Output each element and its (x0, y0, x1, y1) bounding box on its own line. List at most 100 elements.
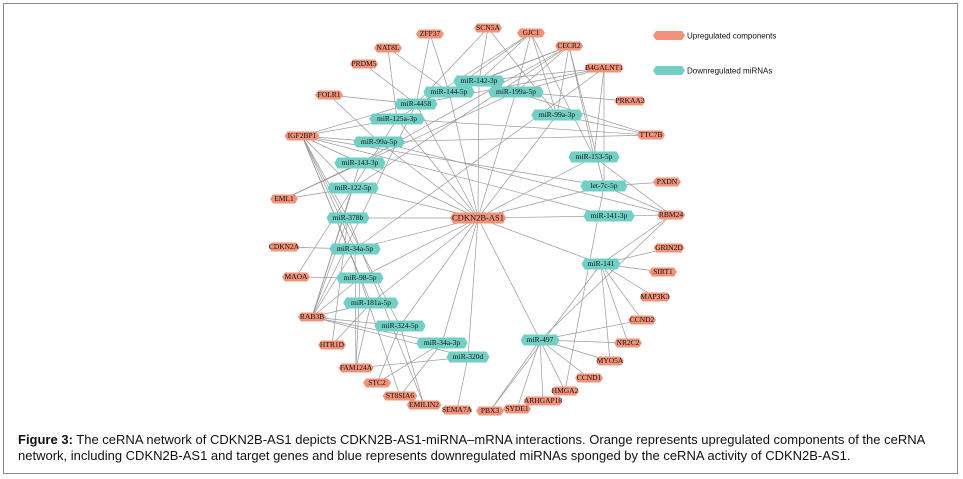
mrna-shape-fam124a (338, 363, 374, 373)
edge-mir-99a-3p-scn5a (487, 27, 558, 116)
mrna-shape-myo5a (596, 356, 624, 366)
mirna-shape-mir-99a-3p (531, 109, 583, 121)
edge-mir-34a-5p-rab3b (311, 248, 356, 318)
mrna-label-prkaa2: PRKAA2 (615, 96, 644, 105)
edge-mir-378b-igf2bp1 (301, 135, 349, 219)
mrna-label-eml1: EML1 (274, 194, 294, 203)
edge-mir-4458-prdm5 (363, 63, 417, 105)
mrna-shape-grin2d (653, 243, 685, 253)
mrna-shape-eml1 (270, 194, 298, 204)
edge-mir-497-rbm24 (539, 214, 672, 341)
mrna-node-cecr2: CECR2 (555, 41, 583, 51)
mrna-node-syde1: SYDE1 (503, 404, 531, 414)
mirna-label-mir-141: miR-141 (588, 259, 615, 268)
edge-mir-4458-rab3b (311, 103, 417, 318)
edge-let-7c-5p-igf2bp1 (301, 135, 605, 187)
edge-cdkn2b-as1-mir-125a-3p (396, 118, 479, 219)
edge-cdkn2b-as1-mir-320d (467, 217, 479, 358)
edge-let-7c-5p-cecr2 (568, 45, 605, 187)
mirna-node-mir-34a-3p: miR-34a-3p (416, 337, 468, 349)
edge-mir-153-5p-rbm24 (593, 156, 672, 216)
mrna-shape-b4galnt1 (584, 63, 624, 73)
mrna-label-emilin2: EMILIN2 (409, 400, 439, 409)
caption-text: The ceRNA network of CDKN2B-AS1 depicts … (18, 432, 925, 463)
mrna-label-ccnd1: CCND1 (577, 373, 602, 382)
mirna-shape-mir-199a-5p (488, 86, 544, 98)
mrna-shape-zfp37 (416, 29, 444, 39)
legend-upregulated-label: Upregulated components (687, 32, 776, 41)
mirna-label-mir-497: miR-497 (527, 335, 554, 344)
edge-mir-122-5p-igf2bp1 (301, 135, 354, 189)
mrna-node-ccnd2: CCND2 (628, 315, 656, 325)
mirna-label-mir-153-5p: miR-153-5p (576, 152, 613, 161)
edge-cdkn2b-as1-mir-199a-5p (477, 91, 517, 219)
mirna-node-mir-181a-5p: miR-181a-5p (343, 297, 399, 309)
mrna-node-htr1d: HTR1D (318, 340, 346, 350)
mirna-label-mir-181a-5p: miR-181a-5p (351, 298, 391, 307)
mrna-label-nr2c2: NR2C2 (617, 338, 640, 347)
mirna-node-mir-99a-3p: miR-99a-3p (531, 109, 583, 121)
mrna-node-sema7a: SEMA7A (441, 405, 473, 415)
legend-downregulated-swatch (653, 66, 685, 75)
mirna-label-mir-34a-3p: miR-34a-3p (424, 338, 460, 347)
mrna-label-rab3b: RAB3B (300, 312, 324, 321)
mirna-label-mir-122-5p: miR-122-5p (335, 183, 372, 192)
mrna-label-igf2bp1: IGF2BP1 (288, 131, 317, 140)
mirna-label-mir-141-3p: miR-141-3p (591, 211, 628, 220)
mirna-label-mir-99a-3p: miR-99a-3p (539, 110, 575, 119)
mrna-label-stc2: STC2 (368, 378, 386, 387)
mrna-label-rbm24: RBM24 (659, 210, 683, 219)
mirna-node-mir-144-5p: miR-144-5p (423, 86, 475, 98)
mrna-shape-emilin2 (406, 400, 442, 410)
mrna-node-cdkn2a: CDKN2A (268, 242, 300, 252)
mrna-label-nat8l: NAT8L (377, 43, 400, 52)
mrna-node-sirt1: SIRT1 (649, 267, 677, 277)
mirna-label-mir-199a-5p: miR-199a-5p (496, 87, 536, 96)
mirna-shape-mir-99a-5p (353, 136, 405, 148)
mrna-node-rbm24: RBM24 (657, 210, 685, 220)
edge-mir-181a-5p-htr1d (331, 302, 372, 346)
mirna-node-mir-34a-5p: miR-34a-5p (329, 243, 381, 255)
mirna-node-mir-141-3p: miR-141-3p (583, 210, 635, 222)
mrna-label-pxdn: PXDN (657, 177, 678, 186)
edge-mir-142-3p-gjc1 (478, 32, 532, 82)
edge-mir-4458-b4galnt1 (415, 67, 605, 105)
mrna-node-nat8l: NAT8L (374, 43, 402, 53)
edge-mir-324-5p-emilin2 (399, 325, 425, 406)
mrna-label-htr1d: HTR1D (320, 340, 345, 349)
mrna-shape-pbx3 (476, 406, 504, 416)
edge-cdkn2b-as1-mir-34a-3p (441, 217, 479, 344)
mrna-label-fam124a: FAM124A (340, 363, 373, 372)
mrna-shape-ccnd2 (628, 315, 656, 325)
mirna-shape-mir-324-5p (374, 320, 426, 332)
mrna-label-scn5a: SCN5A (476, 23, 500, 32)
mirna-node-mir-143-3p: miR-143-3p (334, 157, 386, 169)
mrna-node-gjc1: GJC1 (517, 28, 545, 38)
mirna-shape-let-7c-5p (580, 180, 628, 192)
mrna-node-hmga2: HMGA2 (551, 386, 579, 396)
edge-mir-497-arhgap18 (539, 339, 544, 402)
mrna-shape-rbm24 (657, 210, 685, 220)
edge-mir-125a-3p-nat8l (387, 47, 398, 120)
mrna-node-map3k3: MAP3K3 (639, 292, 671, 302)
mirna-node-mir-153-5p: miR-153-5p (568, 151, 620, 163)
mirna-node-mir-125a-3p: miR-125a-3p (369, 113, 425, 125)
edge-mir-141-rbm24 (600, 214, 672, 265)
mrna-shape-maoa (282, 272, 310, 282)
mirna-node-mir-199a-5p: miR-199a-5p (488, 86, 544, 98)
mirna-node-mir-320d: miR-320d (446, 351, 490, 363)
edge-cdkn2b-as1-mir-141 (477, 217, 602, 265)
edge-cdkn2b-as1-mir-98-5p (359, 217, 479, 279)
mirna-label-mir-320d: miR-320d (453, 352, 484, 361)
mirna-shape-mir-98-5p (336, 272, 384, 284)
mirna-shape-mir-497 (520, 334, 560, 346)
mrna-shape-ccnd1 (575, 373, 603, 383)
edge-mir-98-5p-fam124a (355, 277, 361, 369)
mrna-label-sema7a: SEMA7A (442, 405, 473, 414)
mrna-label-pbx3: PBX3 (481, 406, 500, 415)
mirna-shape-mir-320d (446, 351, 490, 363)
mrna-label-prdm5: PRDM5 (351, 59, 376, 68)
edge-cdkn2b-as1-mir-99a-5p (378, 141, 479, 219)
caption-label: Figure 3: (18, 432, 73, 447)
